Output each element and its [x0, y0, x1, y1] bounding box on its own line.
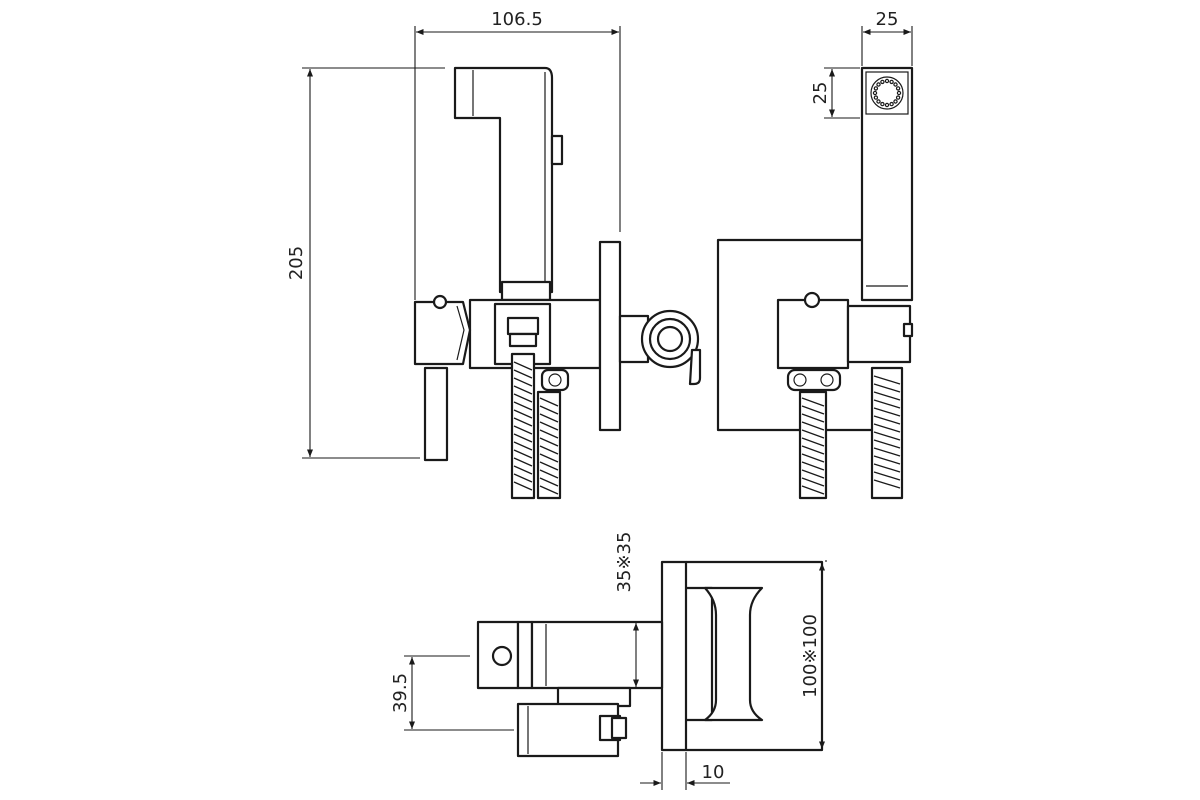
nozzle-hole — [884, 78, 890, 84]
nozzle-hole — [895, 95, 901, 100]
nozzle-hole — [876, 82, 881, 87]
nozzle-hole — [873, 95, 879, 100]
front-view-dimensions: 106.5 205 — [286, 9, 621, 459]
nozzle-hole — [880, 79, 885, 85]
dim-head-height-label: 25 — [810, 82, 831, 105]
nozzle-hole — [893, 82, 898, 87]
side-view-dimensions: 25 25 — [810, 9, 913, 119]
side-view — [716, 66, 914, 500]
dim-height-label: 205 — [286, 246, 307, 280]
nozzle-hole — [889, 79, 894, 85]
front-view — [413, 66, 702, 500]
dim-width-label: 106.5 — [491, 9, 543, 30]
dim-plate-thickness-label: 10 — [702, 762, 725, 783]
spray-nozzles — [872, 78, 902, 108]
dim-offset-label: 39.5 — [390, 673, 411, 713]
nozzle-hole — [896, 90, 902, 96]
nozzle-hole — [880, 101, 885, 107]
dim-plate-size-label: 100※100 — [800, 614, 821, 698]
dim-body-size-label: 35※35 — [614, 532, 635, 593]
top-view — [476, 560, 824, 758]
nozzle-hole — [876, 99, 881, 104]
nozzle-hole — [893, 99, 898, 104]
nozzle-hole — [872, 90, 878, 96]
dim-head-width-label: 25 — [876, 9, 899, 30]
top-view-dimensions: 35※35 100※100 39.5 10 — [390, 532, 827, 790]
nozzle-hole — [889, 101, 894, 107]
nozzle-hole — [873, 86, 879, 91]
nozzle-hole — [884, 102, 890, 108]
nozzle-hole — [895, 86, 901, 91]
